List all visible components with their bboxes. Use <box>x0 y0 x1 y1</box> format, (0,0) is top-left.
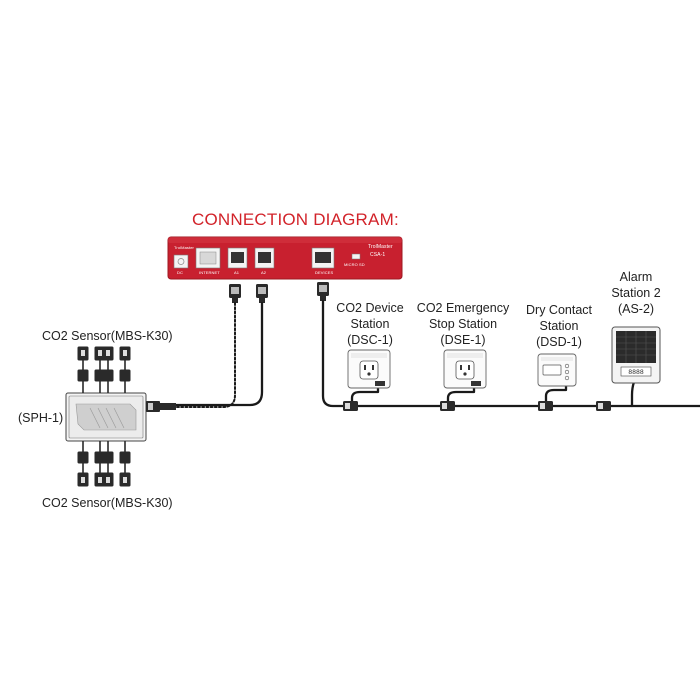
sensor-plugs-top <box>77 346 131 393</box>
as2-label: Alarm Station 2 (AS-2) <box>604 269 668 317</box>
dsc-label: CO2 Device Station (DSC-1) <box>334 300 406 348</box>
svg-text:8888: 8888 <box>628 369 644 376</box>
dse-1-device <box>443 349 487 389</box>
devices-plug <box>317 282 329 301</box>
a2-port-label: A2 <box>261 270 267 275</box>
dsd-label-line1: Dry Contact <box>526 303 592 317</box>
dc-port <box>173 254 189 269</box>
as2-label-line2: Station 2 <box>611 286 661 300</box>
dse-label-line3: (DSE-1) <box>440 333 486 347</box>
micro-sd-label: MICRO SD <box>344 262 365 267</box>
dsd-label-line2: Station <box>539 319 579 333</box>
a1-port-label: A1 <box>234 270 240 275</box>
controller-model: CSA-1 <box>370 252 386 258</box>
dsc-label-line1: CO2 Device <box>336 301 404 315</box>
as2-label-line1: Alarm <box>619 270 653 284</box>
co2-sensor-bottom-label: CO2 Sensor(MBS-K30) <box>42 496 173 510</box>
a1-plug <box>229 284 241 303</box>
controller-unit <box>167 236 403 280</box>
as-2-device: 8888 <box>611 326 661 384</box>
dc-port-label: DC <box>177 270 183 275</box>
sensor-plugs-bottom <box>77 441 131 487</box>
internet-port-label: INTERNET <box>199 270 220 275</box>
sph-1-label: (SPH-1) <box>18 411 64 425</box>
sph-1-hub <box>65 392 176 442</box>
dsc-label-line3: (DSC-1) <box>347 333 393 347</box>
dsc-label-line2: Station <box>350 317 390 331</box>
dsd-label: Dry Contact Station (DSD-1) <box>522 302 596 350</box>
controller-brand-left: TrolMaster <box>174 245 194 250</box>
dsc-1-device <box>347 349 391 389</box>
devices-port-label: DEVICES <box>315 270 334 275</box>
dse-label: CO2 Emergency Stop Station (DSE-1) <box>413 300 513 348</box>
dsd-1-device <box>537 353 577 387</box>
dsd-label-line3: (DSD-1) <box>536 335 582 349</box>
as2-label-line3: (AS-2) <box>617 302 655 316</box>
a2-plug <box>256 284 268 303</box>
cables <box>173 299 700 408</box>
controller-brand: TrolMaster <box>368 244 393 250</box>
dse-label-line2: Stop Station <box>428 317 498 331</box>
dse-label-line1: CO2 Emergency <box>416 301 510 315</box>
co2-sensor-top-label: CO2 Sensor(MBS-K30) <box>42 329 173 343</box>
micro-sd-slot <box>351 253 361 260</box>
bus-splitters <box>343 401 611 411</box>
diagram-title: CONNECTION DIAGRAM: <box>192 210 399 229</box>
